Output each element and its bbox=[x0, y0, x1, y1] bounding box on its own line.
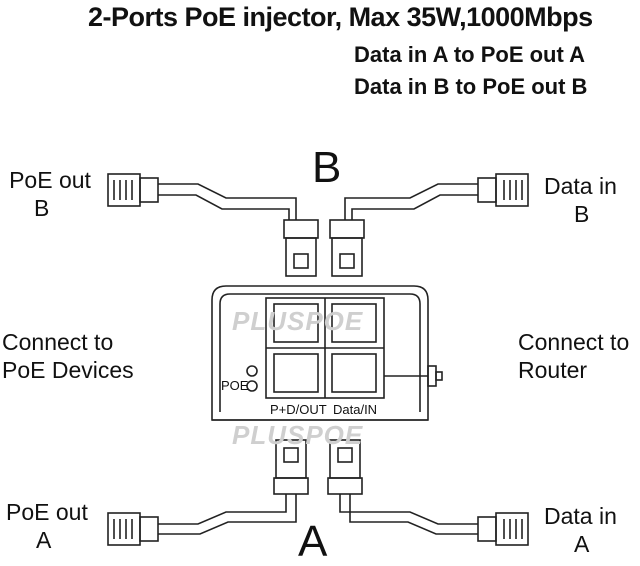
cable-data-in-a bbox=[339, 494, 478, 535]
port-out-label: P+D/OUT bbox=[270, 402, 327, 417]
connect-to-left: Connect to bbox=[2, 329, 114, 355]
router: Router bbox=[518, 357, 588, 383]
data-in-a-label: Data in A bbox=[544, 502, 617, 558]
poe-out-a-line1: PoE out bbox=[6, 499, 88, 525]
cable-poe-out-a bbox=[158, 494, 297, 535]
subtitle-line-b: Data in B to PoE out B bbox=[354, 74, 588, 99]
data-in-b-line2: B bbox=[574, 201, 590, 227]
brand-watermark-top: PLUSPOE bbox=[232, 306, 364, 336]
poe-devices: PoE Devices bbox=[2, 357, 134, 383]
data-in-a-line2: A bbox=[574, 531, 590, 557]
channel-b-label: B bbox=[312, 143, 342, 192]
rj45-plug-top-in bbox=[329, 219, 365, 277]
connect-poe-devices-label: Connect to PoE Devices bbox=[2, 328, 134, 384]
subtitle-line-a: Data in A to PoE out A bbox=[354, 42, 585, 67]
brand-watermark-bottom: PLUSPOE bbox=[232, 420, 364, 450]
poe-led-label: POE bbox=[221, 378, 249, 393]
rj45-plug-bottom-left bbox=[107, 512, 159, 546]
rj45-plug-top-left bbox=[107, 173, 159, 207]
cable-poe-out-b bbox=[158, 183, 297, 220]
poe-out-b-label: PoE out B bbox=[4, 166, 96, 222]
rj45-plug-bottom-in bbox=[327, 439, 363, 495]
channel-a-label: A bbox=[298, 517, 328, 566]
port-in-label: Data/IN bbox=[333, 402, 378, 417]
rj45-plug-top-out bbox=[283, 219, 319, 277]
rj45-plug-bottom-right bbox=[477, 512, 529, 546]
connect-to-right: Connect to bbox=[518, 329, 630, 355]
data-in-b-line1: Data in bbox=[544, 173, 617, 199]
poe-out-a-line2: A bbox=[36, 527, 52, 553]
connect-router-label: Connect to Router bbox=[518, 328, 629, 384]
rj45-plug-top-right bbox=[477, 173, 529, 207]
page-title: 2-Ports PoE injector, Max 35W,1000Mbps bbox=[88, 2, 593, 32]
poe-out-b-line1: PoE out bbox=[9, 167, 91, 193]
data-in-b-label: Data in B bbox=[544, 172, 617, 228]
rj45-plug-bottom-out bbox=[273, 439, 309, 495]
poe-out-a-label: PoE out A bbox=[6, 498, 88, 554]
cable-data-in-b bbox=[344, 183, 478, 220]
injector-body bbox=[211, 285, 443, 421]
data-in-a-line1: Data in bbox=[544, 503, 617, 529]
poe-out-b-line2: B bbox=[34, 195, 50, 221]
